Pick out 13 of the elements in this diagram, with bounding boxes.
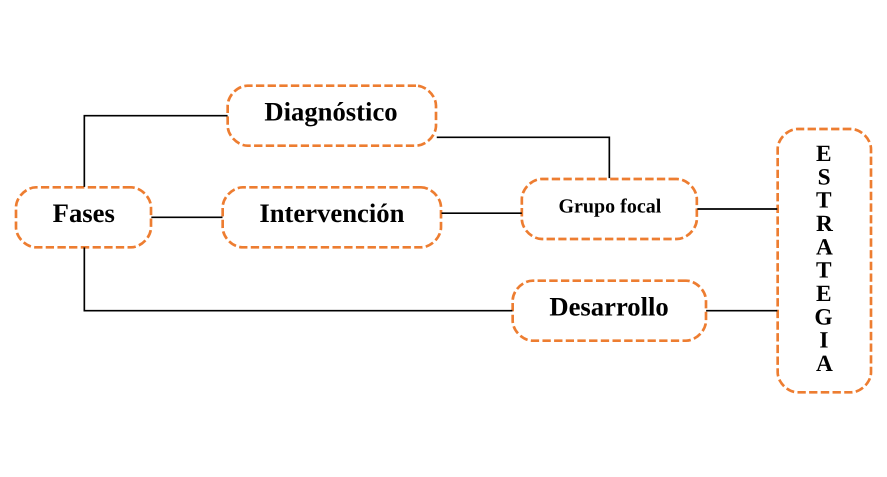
- node-box: Grupo focal: [520, 177, 698, 240]
- connector: [442, 212, 522, 214]
- node-box: Intervención: [221, 186, 442, 248]
- node-box: Desarrollo: [511, 278, 708, 342]
- connector: [697, 208, 778, 210]
- connector: [151, 216, 222, 218]
- node-box: Diagnóstico: [226, 84, 438, 146]
- connector: [84, 246, 512, 311]
- connector: [436, 136, 610, 178]
- connector: [84, 114, 228, 186]
- node-box: ESTRATEGIA: [776, 127, 872, 394]
- connector: [706, 309, 778, 311]
- node-box: Fases: [14, 186, 152, 248]
